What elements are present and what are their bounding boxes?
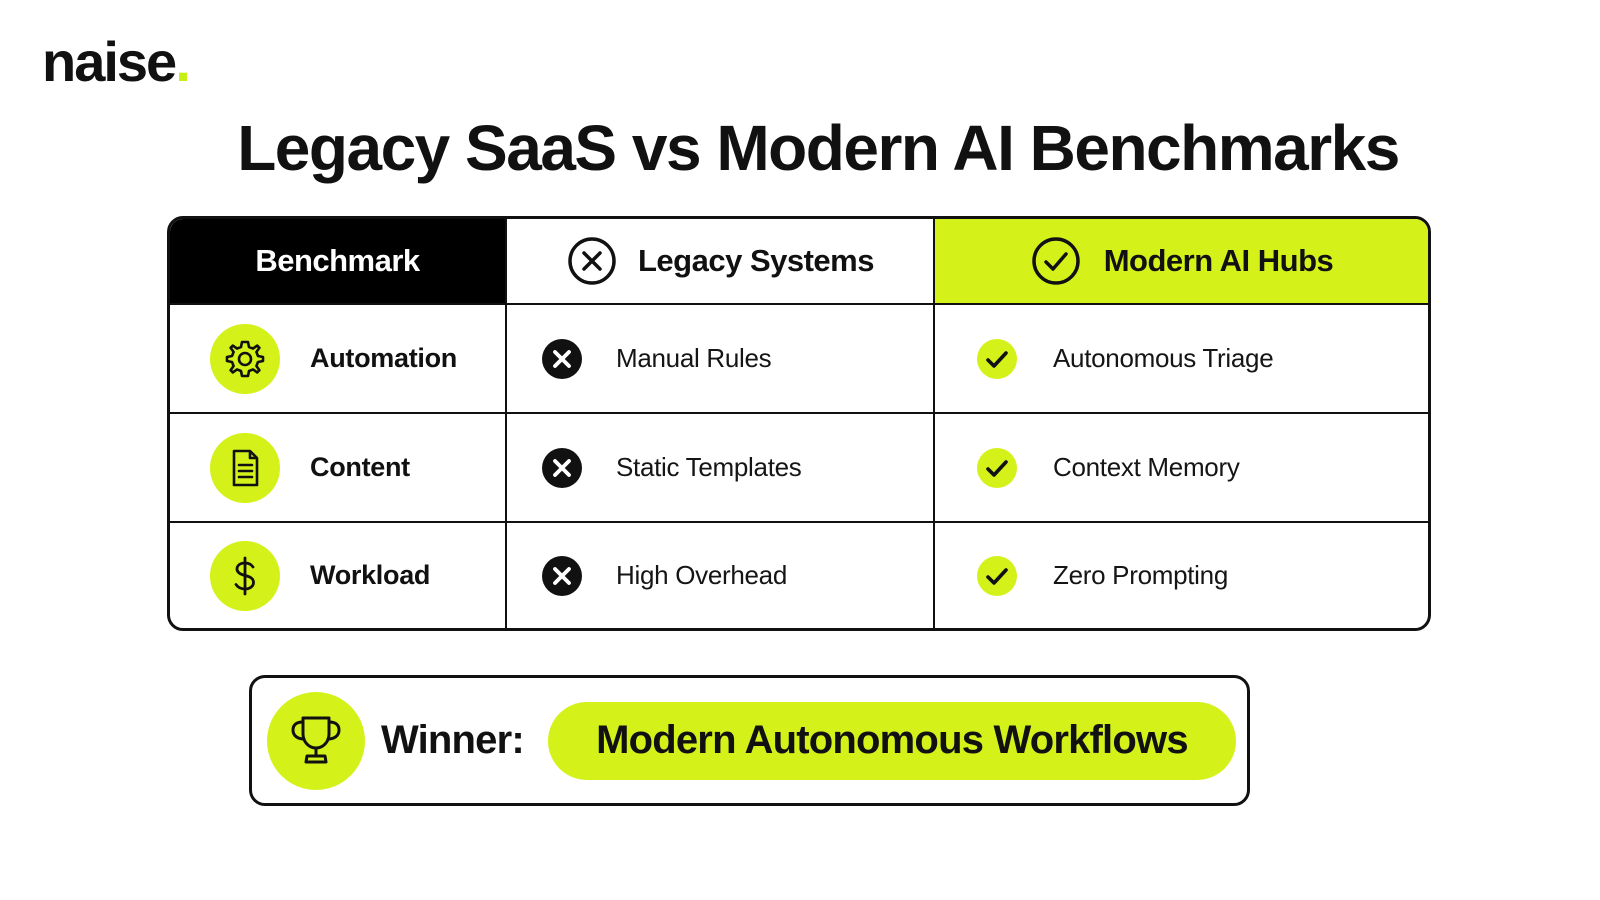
check-icon (977, 555, 1017, 596)
modern-value-cell: Autonomous Triage (935, 305, 1428, 414)
header-benchmark-label: Benchmark (255, 243, 420, 278)
check-icon (977, 338, 1017, 379)
x-circle-outline-icon (568, 237, 616, 285)
page-title: Legacy SaaS vs Modern AI Benchmarks (237, 112, 1400, 184)
x-icon (542, 555, 582, 596)
comparison-table: Benchmark Legacy Systems Modern AI Hubs (167, 216, 1431, 631)
header-benchmark: Benchmark (170, 219, 507, 305)
table-row-benchmark: Workload (170, 523, 507, 628)
brand-name: naise (42, 30, 177, 93)
benchmark-label: Content (310, 452, 410, 482)
header-modern: Modern AI Hubs (935, 219, 1428, 305)
header-legacy-label: Legacy Systems (638, 243, 874, 278)
winner-label: Winner: (381, 718, 525, 762)
x-icon (542, 447, 582, 488)
modern-value-cell: Zero Prompting (935, 523, 1428, 628)
legacy-value-cell: High Overhead (507, 523, 935, 628)
modern-value: Autonomous Triage (1053, 343, 1274, 373)
modern-value: Context Memory (1053, 452, 1240, 482)
document-icon (210, 432, 280, 503)
brand-dot: . (175, 30, 191, 93)
benchmark-label: Workload (310, 560, 431, 590)
legacy-value-cell: Static Templates (507, 414, 935, 523)
trophy-icon (267, 691, 365, 790)
modern-value-cell: Context Memory (935, 414, 1428, 523)
winner-value: Modern Autonomous Workflows (596, 718, 1189, 762)
gear-icon (210, 323, 280, 394)
winner-value-pill: Modern Autonomous Workflows (547, 701, 1236, 780)
legacy-value: Manual Rules (616, 343, 772, 373)
header-legacy: Legacy Systems (507, 219, 935, 305)
benchmark-label: Automation (310, 343, 457, 373)
table-row-benchmark: Content (170, 414, 507, 523)
check-circle-outline-icon (1031, 237, 1080, 285)
legacy-value: Static Templates (616, 452, 802, 482)
legacy-value: High Overhead (616, 560, 787, 590)
header-modern-label: Modern AI Hubs (1103, 243, 1334, 278)
table-row-benchmark: Automation (170, 305, 507, 414)
winner-banner: Winner: Modern Autonomous Workflows (249, 675, 1250, 806)
dollar-icon (210, 540, 280, 611)
legacy-value-cell: Manual Rules (507, 305, 935, 414)
brand-logo: naise. (42, 30, 191, 94)
modern-value: Zero Prompting (1053, 560, 1228, 590)
x-icon (542, 338, 582, 379)
check-icon (977, 447, 1017, 488)
